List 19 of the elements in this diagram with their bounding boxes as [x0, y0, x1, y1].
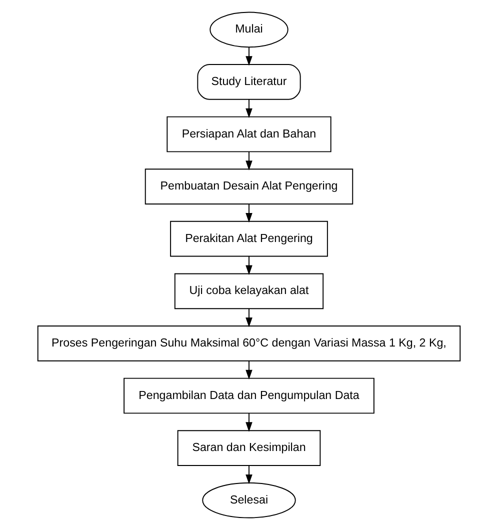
arrow [245, 151, 252, 170]
node-box: Uji coba kelayakan alat [174, 273, 324, 310]
arrow [245, 465, 252, 484]
node-box: Persiapan Alat dan Bahan [166, 116, 331, 152]
node-box: Saran dan Kesimpilan [176, 430, 320, 466]
node-ellipse: Selesai [202, 482, 296, 518]
arrow [245, 412, 252, 432]
arrow [245, 98, 252, 118]
node-box: Proses Pengeringan Suhu Maksimal 60°C dengan Variasi Massa 1 Kg, 2 Kg, [36, 326, 460, 362]
arrow [245, 308, 252, 328]
node-ellipse: Mulai [209, 12, 288, 48]
arrow [245, 256, 252, 275]
node-box: Pembuatan Desain Alat Pengering [144, 168, 353, 204]
arrow [245, 46, 252, 66]
arrow [245, 204, 252, 223]
node-box: Study Literatur [196, 64, 300, 100]
node-box: Perakitan Alat Pengering [170, 220, 328, 257]
node-box: Pengambilan Data dan Pengumpulan Data [123, 378, 374, 414]
arrow [245, 360, 252, 380]
